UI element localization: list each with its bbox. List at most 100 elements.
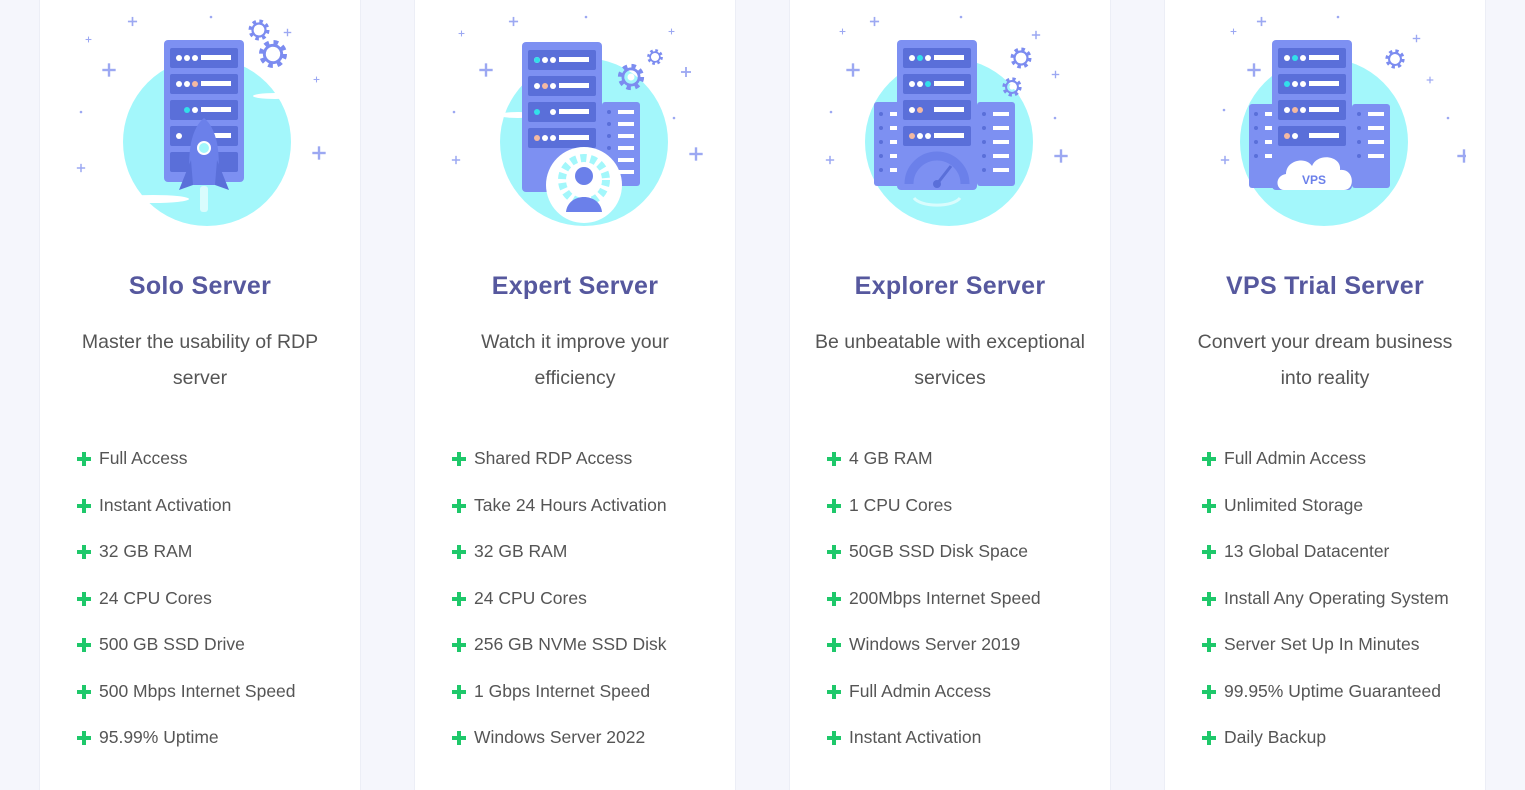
expert-server-illustration <box>451 15 703 226</box>
feature-item: Instant Activation <box>40 493 360 540</box>
feature-item: Take 24 Hours Activation <box>415 493 735 540</box>
feature-item: Full Access <box>40 446 360 493</box>
feature-text: 4 GB RAM <box>849 448 933 468</box>
plus-icon <box>827 452 841 466</box>
feature-text: Windows Server 2022 <box>474 727 646 747</box>
plus-icon <box>452 452 466 466</box>
plan-title: Expert Server <box>491 272 659 300</box>
feature-text: Shared RDP Access <box>474 448 633 468</box>
plus-icon <box>1202 591 1216 606</box>
feature-text: 24 CPU Cores <box>99 587 212 608</box>
feature-item: 500 Mbps Internet Speed <box>40 679 360 726</box>
plus-icon <box>1202 452 1216 466</box>
feature-list: Full Admin Access Unlimited Storage 13 G… <box>1165 446 1485 772</box>
feature-text: 500 GB SSD Drive <box>99 634 245 654</box>
plus-icon <box>77 545 91 559</box>
feature-text: 95.99% Uptime <box>99 727 219 747</box>
plus-icon <box>452 498 466 513</box>
feature-text: Windows Server 2019 <box>849 634 1021 654</box>
vps-cloud-server-illustration: VPS <box>1220 15 1466 226</box>
plus-icon <box>1202 638 1216 652</box>
plus-icon <box>452 638 466 652</box>
feature-text: Instant Activation <box>849 727 982 747</box>
feature-item: Server Set Up In Minutes <box>1165 632 1485 679</box>
plus-icon <box>77 684 91 699</box>
plan-description: Be unbeatable with exceptional services <box>815 331 1085 389</box>
feature-item: 99.95% Uptime Guaranteed <box>1165 679 1485 726</box>
plus-icon <box>77 731 91 745</box>
plus-icon <box>827 638 841 652</box>
plus-icon <box>77 452 91 466</box>
feature-item: 32 GB RAM <box>40 539 360 586</box>
plus-icon <box>1202 684 1216 699</box>
feature-text: 32 GB RAM <box>474 541 568 561</box>
plan-title: Explorer Server <box>854 272 1046 300</box>
plus-icon <box>452 731 466 745</box>
plus-icon <box>827 591 841 606</box>
feature-text: Take 24 Hours Activation <box>474 494 667 515</box>
feature-item: 32 GB RAM <box>415 539 735 586</box>
feature-item: Full Admin Access <box>790 679 1110 726</box>
plan-description: Master the usability of RDP server <box>81 331 319 389</box>
feature-text: 99.95% Uptime Guaranteed <box>1224 680 1441 701</box>
feature-text: Full Access <box>99 448 188 468</box>
feature-item: Shared RDP Access <box>415 446 735 493</box>
feature-item: 50GB SSD Disk Space <box>790 539 1110 586</box>
plan-card-vps-trial: VPS VPS Trial Server Convert your dream … <box>1164 0 1486 790</box>
plus-icon <box>77 591 91 606</box>
plus-icon <box>827 498 841 513</box>
plus-icon <box>452 684 466 699</box>
plan-title: Solo Server <box>128 272 272 300</box>
plan-description: Convert your dream business into reality <box>1197 331 1453 389</box>
pricing-cards: Solo Server Master the usability of RDP … <box>39 0 1486 790</box>
feature-item: 13 Global Datacenter <box>1165 539 1485 586</box>
feature-item: 256 GB NVMe SSD Disk <box>415 632 735 679</box>
plus-icon <box>1202 545 1216 559</box>
speedometer-server-illustration <box>825 15 1068 226</box>
feature-item: Full Admin Access <box>1165 446 1485 493</box>
plus-icon <box>827 545 841 559</box>
feature-text: Instant Activation <box>99 494 232 515</box>
feature-item: 200Mbps Internet Speed <box>790 586 1110 633</box>
feature-item: 24 CPU Cores <box>415 586 735 633</box>
plus-icon <box>827 731 841 745</box>
feature-item: 500 GB SSD Drive <box>40 632 360 679</box>
plus-icon <box>452 591 466 606</box>
vps-cloud-label: VPS <box>1302 173 1326 187</box>
feature-text: Full Admin Access <box>849 680 991 701</box>
feature-text: 500 Mbps Internet Speed <box>99 680 296 701</box>
feature-item: Instant Activation <box>790 725 1110 772</box>
feature-item: Daily Backup <box>1165 725 1485 772</box>
feature-item: Install Any Operating System <box>1165 586 1485 633</box>
feature-text: Daily Backup <box>1224 727 1327 747</box>
plus-icon <box>1202 731 1216 745</box>
feature-text: 13 Global Datacenter <box>1224 541 1390 561</box>
feature-text: 32 GB RAM <box>99 541 193 561</box>
plan-card-expert: Expert Server Watch it improve your effi… <box>414 0 736 790</box>
feature-item: 95.99% Uptime <box>40 725 360 772</box>
plan-card-solo: Solo Server Master the usability of RDP … <box>39 0 361 790</box>
plan-description: Watch it improve your efficiency <box>481 331 669 389</box>
plus-icon <box>77 638 91 652</box>
feature-text: 200Mbps Internet Speed <box>849 587 1041 608</box>
plus-icon <box>452 545 466 559</box>
feature-text: 256 GB NVMe SSD Disk <box>474 634 667 654</box>
feature-text: Unlimited Storage <box>1224 494 1364 515</box>
feature-list: 4 GB RAM 1 CPU Cores 50GB SSD Disk Space… <box>790 446 1110 772</box>
feature-list: Full Access Instant Activation 32 GB RAM… <box>40 446 360 772</box>
rocket-server-illustration <box>76 15 326 226</box>
feature-text: Server Set Up In Minutes <box>1224 634 1420 654</box>
plus-icon <box>827 684 841 699</box>
feature-text: 50GB SSD Disk Space <box>849 541 1028 561</box>
feature-item: 1 Gbps Internet Speed <box>415 679 735 726</box>
feature-list: Shared RDP Access Take 24 Hours Activati… <box>415 446 735 772</box>
plus-icon <box>1202 498 1216 513</box>
feature-text: 1 Gbps Internet Speed <box>474 680 651 701</box>
feature-item: 4 GB RAM <box>790 446 1110 493</box>
feature-item: Unlimited Storage <box>1165 493 1485 540</box>
feature-item: 1 CPU Cores <box>790 493 1110 540</box>
plan-card-explorer: Explorer Server Be unbeatable with excep… <box>789 0 1111 790</box>
feature-text: 1 CPU Cores <box>849 494 953 515</box>
feature-item: Windows Server 2019 <box>790 632 1110 679</box>
feature-text: 24 CPU Cores <box>474 587 587 608</box>
